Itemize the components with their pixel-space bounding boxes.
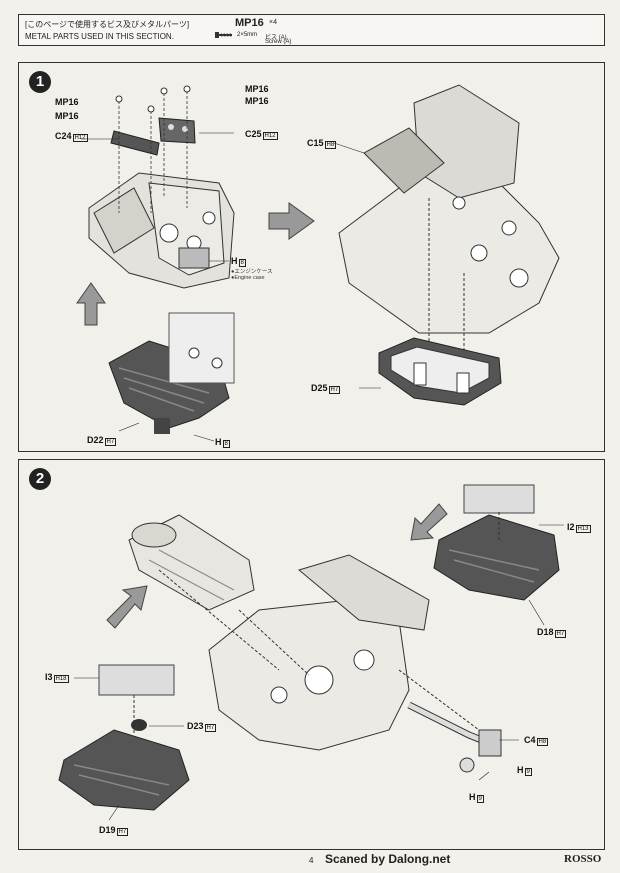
header-part-name-jp: ビス (A) (265, 35, 287, 41)
intake-manifold (128, 514, 255, 611)
oil-pan-d25 (378, 337, 502, 406)
label-mp16: MP16 (245, 84, 269, 94)
header-part-code: MP16 (235, 17, 264, 29)
header-part-qty: ×4 (269, 19, 277, 26)
screw-icon (215, 32, 232, 38)
header-title-en: METAL PARTS USED IN THIS SECTION. (25, 32, 174, 41)
engine-right-drawing (338, 84, 560, 383)
header-part-name-en: Screw (A) (265, 39, 292, 45)
label-mp16: MP16 (55, 111, 79, 121)
cylinder-head-cover-d19 (58, 664, 190, 811)
cylinder-head-cover-d18 (433, 484, 560, 601)
engine-case-en: ●Engine case (231, 275, 265, 281)
exhaust-pipe-c4 (398, 669, 502, 773)
scan-credit: Scaned by Dalong.net (325, 852, 451, 866)
step-number: 2 (29, 468, 51, 490)
cylinder-head-cover-d22 (108, 312, 235, 434)
engine-block-center (158, 554, 430, 751)
header-title-jp: [このページで使用するビス及びメタルパーツ] (25, 20, 190, 29)
page-number: 4 (309, 856, 314, 865)
engine-case-jp: ●エンジンケース (231, 269, 273, 275)
label-mp16: MP16 (55, 97, 79, 107)
step-number: 1 (29, 71, 51, 93)
engine-case-drawing (88, 172, 235, 289)
metal-parts-header: [このページで使用するビス及びメタルパーツ] METAL PARTS USED … (18, 14, 605, 46)
step-2-illustration (58, 484, 564, 821)
step-1-illustration (76, 84, 560, 442)
label-mp16: MP16 (245, 96, 269, 106)
header-part-size: 2×5mm (237, 32, 258, 38)
brand-logo: ROSSO (564, 853, 602, 865)
